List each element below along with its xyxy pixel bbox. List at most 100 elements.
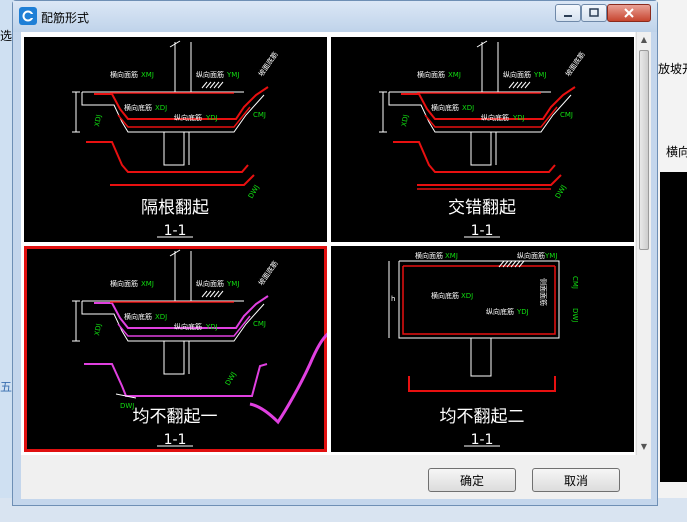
- label-code: XDJ: [400, 114, 410, 127]
- title-bar[interactable]: 配筋形式: [13, 1, 657, 32]
- hatch-mark: [213, 81, 220, 89]
- column-outline: [481, 42, 499, 93]
- label-long-top: 纵向面筋: [196, 70, 224, 79]
- label-bottom-bar: 横向底筋: [431, 103, 459, 112]
- label-long-top: 纵向面筋: [503, 70, 531, 79]
- label-top-bar: 横向面筋: [110, 70, 138, 79]
- label-code: XDJ: [155, 313, 167, 321]
- label-code: YDJ: [205, 114, 218, 122]
- top-rebar: [94, 86, 269, 120]
- hatch-mark: [205, 81, 212, 89]
- hatch-mark: [502, 260, 509, 268]
- scroll-up-arrow-icon[interactable]: ▲: [640, 35, 648, 44]
- background-drawing: [660, 172, 687, 482]
- scroll-thumb[interactable]: [639, 50, 649, 250]
- dimension-line: [115, 393, 137, 399]
- label-code: CMJ: [253, 111, 266, 119]
- label-height: h: [391, 295, 395, 303]
- label-top-bar: 横向面筋: [415, 251, 443, 260]
- pattern-title: 均不翻起二: [440, 407, 525, 427]
- rebar-shape-straight: [417, 174, 562, 186]
- hatch-mark: [205, 290, 212, 298]
- label-code: YDJ: [205, 323, 218, 331]
- label-code: CMJ: [253, 320, 266, 328]
- label-long-top: 纵向面筋: [517, 251, 545, 260]
- hatch-mark: [524, 81, 531, 89]
- scroll-down-arrow-icon[interactable]: ▼: [640, 442, 648, 451]
- hatch-mark: [498, 260, 505, 268]
- footing-outline: [388, 92, 572, 133]
- section-label: 1-1: [164, 432, 187, 448]
- label-code: YMJ: [533, 71, 546, 79]
- app-icon: [19, 7, 37, 25]
- vertical-scrollbar[interactable]: ▲ ▼: [636, 32, 651, 455]
- label-top-bar: 横向面筋: [110, 279, 138, 288]
- label-code: DWJ: [554, 184, 568, 200]
- maximize-button[interactable]: [581, 4, 607, 22]
- box-outline: [398, 260, 560, 339]
- column-outline: [174, 42, 192, 93]
- label-code: DWJ: [120, 402, 134, 410]
- label-code: YDJ: [516, 308, 529, 316]
- label-long-bottom: 纵向底筋: [174, 322, 202, 331]
- pile-outline: [163, 341, 185, 375]
- background-right-text: 放坡开: [658, 62, 687, 76]
- label-code: XDJ: [462, 104, 474, 112]
- label-code: DWJ: [247, 184, 261, 200]
- break-mark: [169, 40, 181, 48]
- background-right-text: 横向: [666, 145, 687, 159]
- hatch-mark: [518, 260, 525, 268]
- label-long-bottom: 纵向底筋: [481, 113, 509, 122]
- minimize-icon: [564, 15, 572, 17]
- section-label: 1-1: [471, 432, 494, 448]
- close-icon: [624, 8, 634, 18]
- rebar-shape-straight: [408, 376, 556, 392]
- rebar-shape-straight: [110, 174, 255, 186]
- label-long-bottom: 纵向底筋: [486, 307, 514, 316]
- label-code: XDJ: [461, 292, 473, 300]
- label-top-bar: 横向面筋: [417, 70, 445, 79]
- label-slope-bar: 坡面底筋: [256, 259, 279, 287]
- maximize-icon: [589, 8, 599, 17]
- hatch-mark: [201, 81, 208, 89]
- pile-outline: [470, 338, 492, 377]
- label-code: DWJ: [571, 308, 579, 322]
- top-rebar: [94, 295, 269, 329]
- label-bottom-bar: 横向底筋: [431, 291, 459, 300]
- bottom-rebar: [117, 106, 251, 128]
- dialog-title: 配筋形式: [41, 11, 90, 25]
- label-code: XMJ: [141, 71, 154, 79]
- close-button[interactable]: [607, 4, 651, 22]
- rebar-outline: [402, 266, 556, 335]
- break-mark: [476, 40, 488, 48]
- hatch-mark: [217, 290, 224, 298]
- label-code: XDJ: [155, 104, 167, 112]
- cancel-button[interactable]: 取消: [532, 468, 620, 492]
- minimize-button[interactable]: [555, 4, 581, 22]
- rebar-shape-bent: [86, 141, 249, 173]
- ok-button[interactable]: 确定: [428, 468, 516, 492]
- label-bottom-bar: 横向底筋: [124, 312, 152, 321]
- hatch-mark: [506, 260, 513, 268]
- rebar-shape-bent: [84, 363, 268, 397]
- label-code: YMJ: [544, 252, 557, 260]
- hatch-mark: [512, 81, 519, 89]
- label-code: YMJ: [226, 71, 239, 79]
- hatch-mark: [209, 81, 216, 89]
- hatch-mark: [508, 81, 515, 89]
- bottom-rebar: [117, 315, 251, 337]
- hatch-mark: [520, 81, 527, 89]
- label-bottom-bar: 横向底筋: [124, 103, 152, 112]
- hatch-mark: [514, 260, 521, 268]
- pattern-title: 交错翻起: [448, 198, 516, 218]
